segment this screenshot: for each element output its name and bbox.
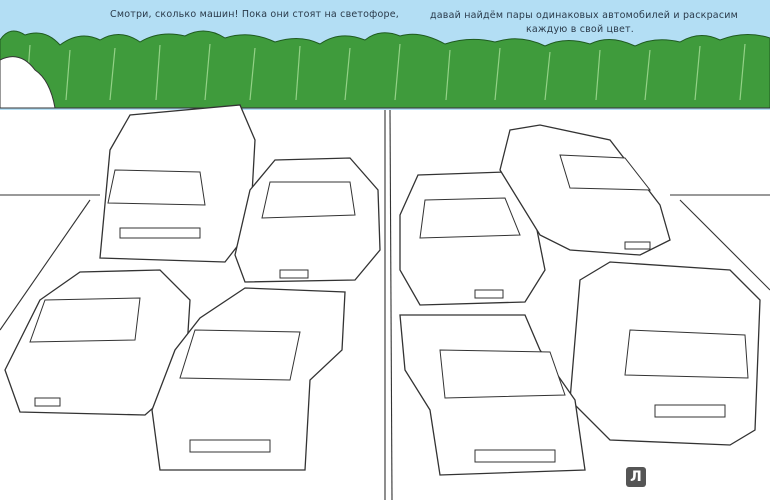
instruction-line-3: каждую в свой цвет.: [525, 24, 635, 35]
instruction-text-right: давай найдём пары одинаковых автомобилей…: [430, 9, 738, 37]
instruction-text-left: Смотри, сколько машин! Пока они стоят на…: [110, 9, 399, 20]
van-bottom-right: [569, 261, 761, 446]
sedan-top-middle-left: [234, 157, 381, 283]
hatchback-bottom-left: [4, 269, 191, 416]
tree-highlights: [25, 43, 746, 101]
tree-line: [0, 30, 770, 109]
pickup-bottom-right: [399, 314, 586, 476]
parking-lines: [0, 109, 770, 500]
pickup-bottom-left: [151, 287, 346, 471]
van-top-left: [99, 104, 256, 263]
publisher-logo: Л: [626, 467, 646, 487]
hatchback-top-right: [499, 124, 671, 256]
bush: [0, 56, 56, 109]
instruction-line-2: давай найдём пары одинаковых автомобилей…: [430, 10, 738, 21]
